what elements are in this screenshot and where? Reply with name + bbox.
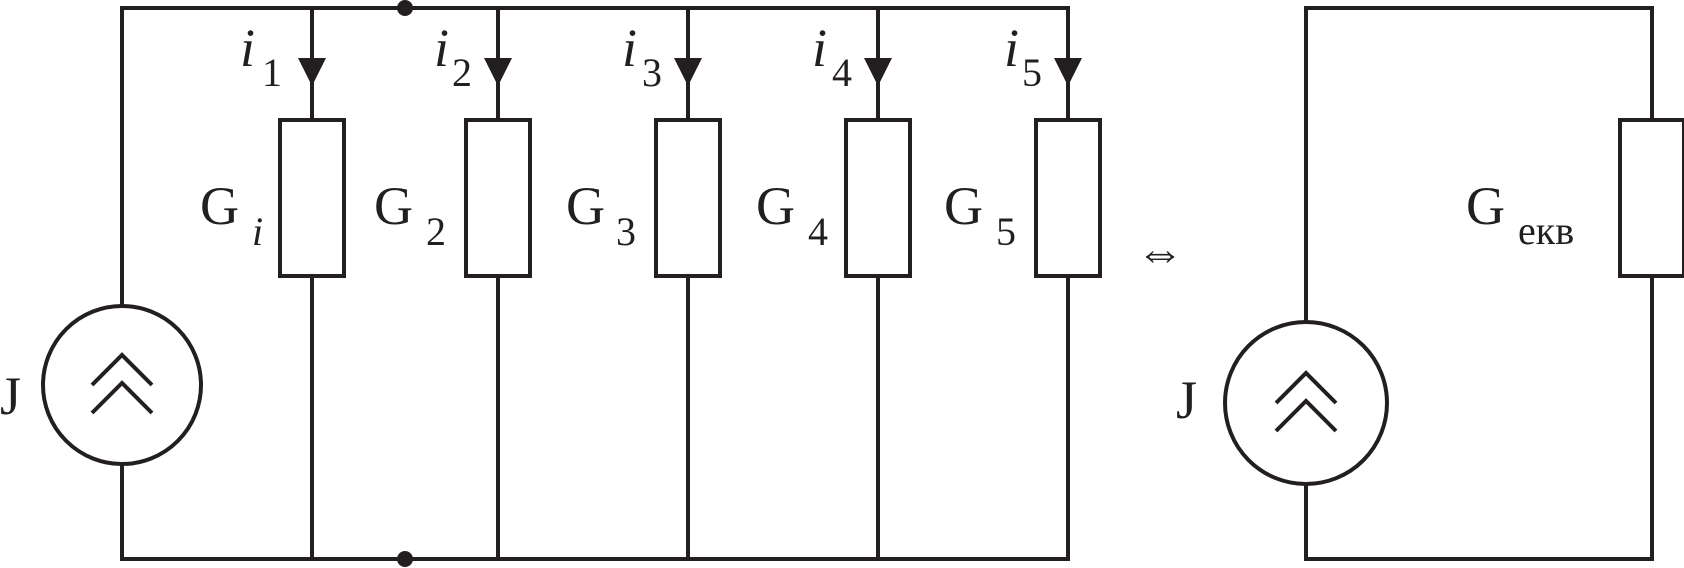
branch-3-conductance-label: G bbox=[566, 176, 605, 236]
branch-4-current-subscript: 4 bbox=[832, 50, 852, 95]
branch-5: i 5 G 5 bbox=[944, 6, 1102, 561]
eq-conductance-subscript: екв bbox=[1518, 208, 1574, 253]
branch-5-conductance-label: G bbox=[944, 176, 983, 236]
bottom-node bbox=[397, 551, 413, 567]
branch-2-resistor bbox=[464, 118, 532, 278]
eq-resistor bbox=[1618, 118, 1684, 278]
branch-5-resistor bbox=[1034, 118, 1102, 278]
branch-4-current-arrow bbox=[864, 58, 892, 86]
branch-2-current-label: i bbox=[434, 18, 449, 78]
eq-current-source bbox=[1223, 320, 1389, 486]
branch-4-conductance-label: G bbox=[756, 176, 795, 236]
branch-5-conductance-subscript: 5 bbox=[996, 209, 1016, 254]
branch-2: i 2 G 2 bbox=[374, 6, 532, 561]
left-circuit: J i 1 G i i 2 G 2 bbox=[0, 0, 1102, 567]
branch-3: i 3 G 3 bbox=[566, 6, 722, 561]
top-node bbox=[397, 0, 413, 16]
eq-conductance-label: G bbox=[1466, 176, 1505, 236]
branch-1: i 1 G i bbox=[200, 6, 346, 561]
right-circuit: J G екв bbox=[1176, 6, 1684, 561]
branch-5-current-label: i bbox=[1004, 18, 1019, 78]
eq-source-arrow-lower-chevron bbox=[1274, 398, 1338, 433]
equivalence-symbol: ⇔ bbox=[1136, 226, 1184, 279]
source-arrow-lower-chevron bbox=[90, 380, 154, 415]
branch-1-current-label: i bbox=[240, 18, 255, 78]
branch-2-current-subscript: 2 bbox=[452, 50, 472, 95]
branch-5-current-subscript: 5 bbox=[1022, 50, 1042, 95]
branch-1-resistor bbox=[278, 118, 346, 278]
branch-4-conductance-subscript: 4 bbox=[808, 209, 828, 254]
branch-1-current-arrow bbox=[298, 58, 326, 86]
branch-2-conductance-label: G bbox=[374, 176, 413, 236]
eq-source-arrow-upper-chevron bbox=[1274, 370, 1338, 405]
branch-3-current-label: i bbox=[622, 18, 637, 78]
branch-4-resistor bbox=[844, 118, 912, 278]
branch-4-current-label: i bbox=[812, 18, 827, 78]
branch-4: i 4 G 4 bbox=[756, 6, 912, 561]
source-arrow-upper-chevron bbox=[90, 352, 154, 387]
source-label: J bbox=[0, 366, 21, 426]
branch-3-current-arrow bbox=[674, 58, 702, 86]
branch-3-resistor bbox=[654, 118, 722, 278]
branch-3-current-subscript: 3 bbox=[642, 50, 662, 95]
eq-source-label: J bbox=[1176, 370, 1197, 430]
branch-3-conductance-subscript: 3 bbox=[616, 209, 636, 254]
branch-1-current-subscript: 1 bbox=[262, 50, 282, 95]
branch-1-conductance-label: G bbox=[200, 176, 239, 236]
current-source bbox=[41, 304, 203, 466]
branch-1-conductance-subscript: i bbox=[252, 209, 263, 254]
branch-5-current-arrow bbox=[1054, 58, 1082, 86]
branch-2-current-arrow bbox=[484, 58, 512, 86]
branch-2-conductance-subscript: 2 bbox=[426, 209, 446, 254]
